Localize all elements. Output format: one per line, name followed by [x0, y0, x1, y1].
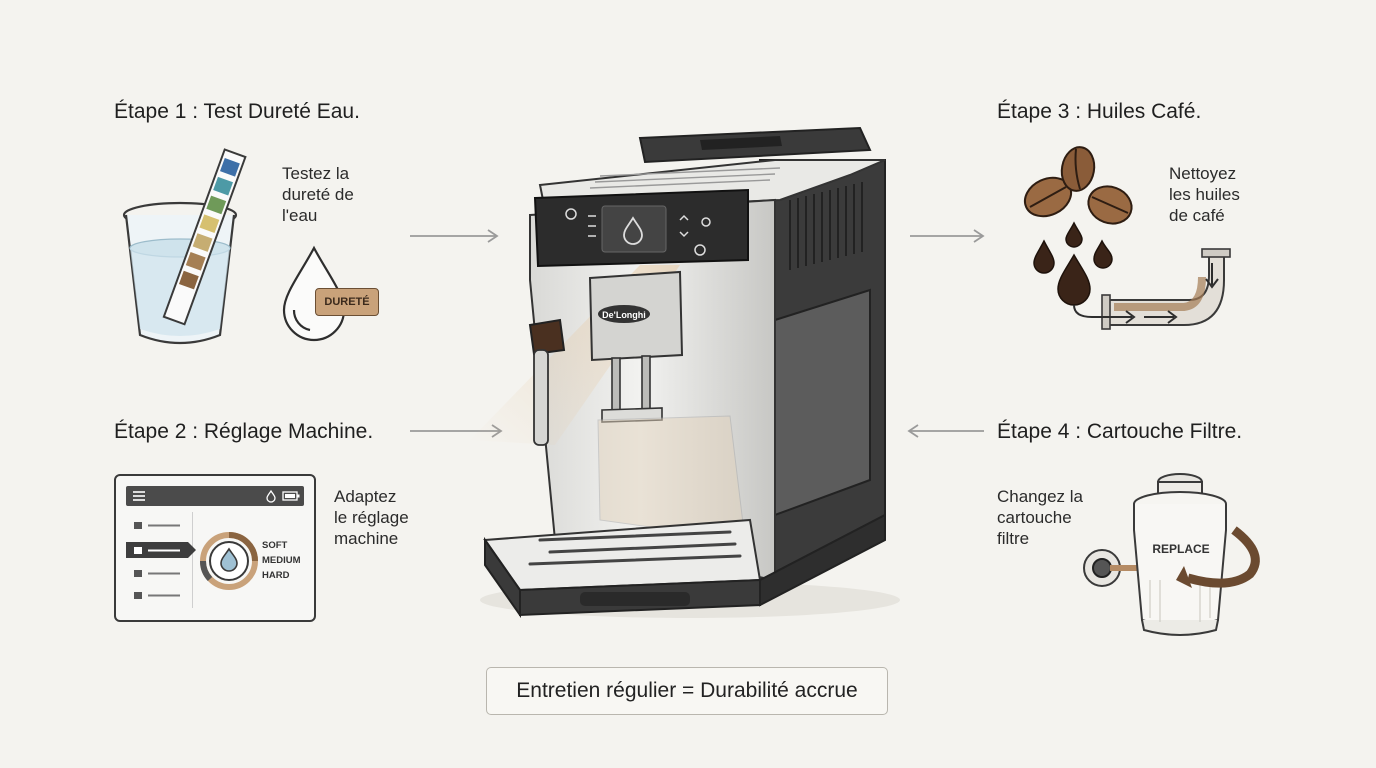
step-4-description: Changez la cartouche filtre: [997, 486, 1083, 549]
step-1-description: Testez la dureté de l'eau: [282, 163, 354, 226]
level-soft: SOFT: [262, 540, 288, 551]
step-3-desc-line-3: de café: [1169, 206, 1225, 225]
arrow-right-icon: [910, 229, 985, 243]
step-2-desc-line-3: machine: [334, 529, 399, 548]
arrow-left-icon: [907, 424, 984, 438]
step-1-desc-line-3: l'eau: [282, 206, 318, 225]
drop-status-icon: [266, 489, 276, 503]
step-2-desc-line-1: Adaptez: [334, 487, 397, 506]
step-1-desc-line-2: dureté de: [282, 185, 354, 204]
footer-summary: Entretien régulier = Durabilité accrue: [486, 667, 888, 715]
step-4-desc-line-1: Changez la: [997, 487, 1084, 506]
step-4-title: Étape 4 : Cartouche Filtre.: [997, 420, 1243, 443]
step-3-description: Nettoyez les huiles de café: [1169, 163, 1240, 226]
coffee-machine-illustration: De'Longhi: [470, 126, 900, 619]
brand-logo-text: De'Longhi: [602, 310, 646, 320]
hardness-dial-icon: [199, 532, 258, 590]
menu-icon: [133, 491, 145, 501]
filter-cartridge-illustration: [1083, 473, 1260, 636]
step-2-title: Étape 2 : Réglage Machine.: [114, 420, 374, 443]
replace-label: REPLACE: [1152, 542, 1210, 556]
step-2-desc-line-2: le réglage: [334, 508, 409, 527]
arrow-right-icon: [410, 229, 499, 243]
settings-sidebar: [126, 512, 193, 608]
step-3-desc-line-1: Nettoyez: [1169, 164, 1237, 183]
step-3-desc-line-2: les huiles: [1169, 185, 1240, 204]
level-medium: MEDIUM: [262, 555, 301, 566]
coffee-oil-cleaning-illustration: [1023, 146, 1231, 330]
step-1-desc-line-1: Testez la: [282, 164, 350, 183]
step-1-title: Étape 1 : Test Dureté Eau.: [114, 100, 360, 123]
level-hard: HARD: [262, 570, 290, 581]
settings-menu-list: [126, 522, 196, 599]
battery-icon: [282, 491, 300, 501]
step-4-desc-line-3: filtre: [997, 529, 1030, 548]
hardness-badge: DURETÉ: [315, 288, 379, 316]
step-4-desc-line-2: cartouche: [997, 508, 1072, 527]
screen-header-bar: [126, 486, 304, 506]
hardness-levels: SOFT MEDIUM HARD: [262, 538, 301, 583]
water-glass-test-strip-illustration: [122, 148, 247, 345]
step-2-description: Adaptez le réglage machine: [334, 486, 409, 549]
machine-settings-screen: SOFT MEDIUM HARD: [114, 474, 316, 622]
step-3-title: Étape 3 : Huiles Café.: [997, 100, 1202, 123]
